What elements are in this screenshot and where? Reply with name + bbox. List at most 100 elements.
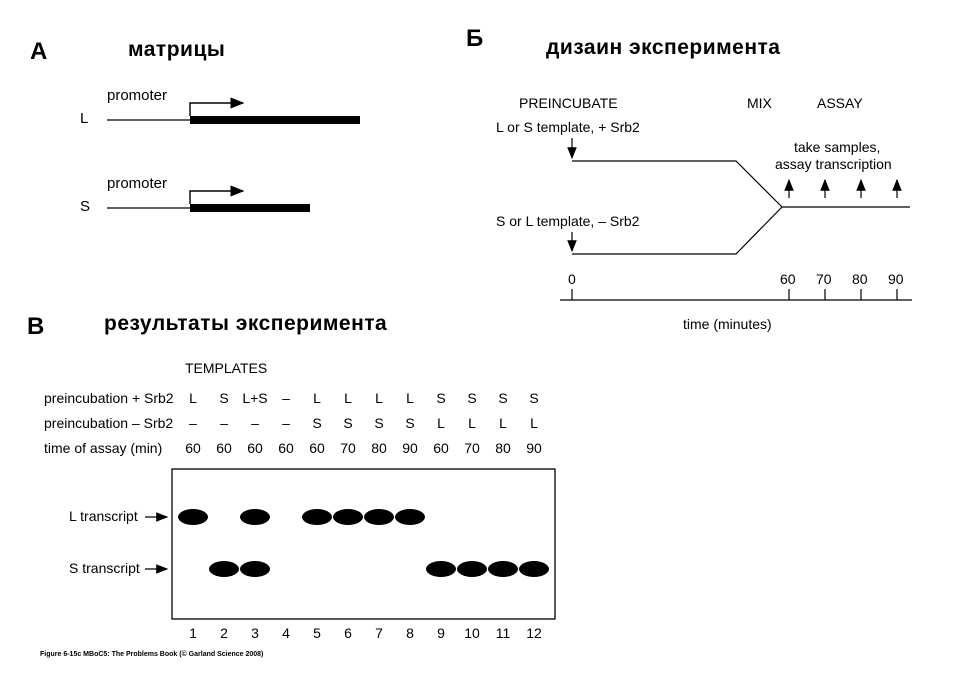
s-transcript-label: S transcript [69,560,140,576]
lane-number: 7 [375,625,383,641]
template-l-bar [190,116,360,124]
template-s-bar [190,204,310,212]
lane-number: 8 [406,625,414,641]
lane-plus-cell: L [313,390,321,406]
lane-plus-cell: L+S [242,390,268,406]
axis-tick-80: 80 [852,271,868,287]
samples-label-line1: take samples, [794,139,881,155]
lane-number: 9 [437,625,445,641]
l-transcript-band [395,509,425,525]
s-transcript-band [426,561,456,577]
l-transcript-band [364,509,394,525]
axis-tick-0: 0 [568,271,576,287]
lower-branch-label: S or L template, – Srb2 [496,213,640,229]
lane-minus-cell: L [499,415,507,431]
s-transcript-band [209,561,239,577]
lane-plus-cell: S [436,390,446,406]
lane-minus-cell: – [282,415,290,431]
panel-results-letter: B [27,313,45,340]
lane-number: 2 [220,625,228,641]
lane-number: 4 [282,625,290,641]
lane-time-cell: 60 [216,440,232,456]
design-diagram [560,138,912,301]
template-name-s: S [80,198,91,215]
l-transcript-label: L transcript [69,508,138,524]
lane-time-cell: 80 [495,440,511,456]
lane-time-cell: 70 [340,440,356,456]
lane-plus-cell: S [219,390,229,406]
lane-minus-cell: – [220,415,228,431]
panel-a-letter: A [30,38,48,65]
row-label-time: time of assay (min) [44,440,163,456]
gel [145,468,556,620]
lane-time-cell: 60 [309,440,325,456]
phase-mix: MIX [747,95,772,111]
lane-number: 5 [313,625,321,641]
templates-header: TEMPLATES [185,360,268,376]
lane-plus-cell: – [282,390,290,406]
lane-minus-cell: S [312,415,322,431]
lane-time-cell: 70 [464,440,480,456]
phase-preincubate: PREINCUBATE [519,95,618,111]
lane-minus-cell: L [468,415,476,431]
l-transcript-band [333,509,363,525]
lane-number: 12 [526,625,542,641]
s-transcript-band [457,561,487,577]
s-transcript-band [240,561,270,577]
lane-plus-cell: S [529,390,539,406]
panel-results-title: результаты эксперимента [104,312,388,335]
template-name-l: L [80,110,89,127]
axis-label: time (minutes) [683,316,772,332]
lane-plus-cell: L [189,390,197,406]
lane-plus-cell: L [375,390,383,406]
phase-assay: ASSAY [817,95,863,111]
promoter-arrow-s-icon [189,185,245,204]
lane-time-cell: 60 [278,440,294,456]
template-s-diagram [107,185,310,212]
lane-time-cell: 90 [402,440,418,456]
samples-label-line2: assay transcription [775,156,892,172]
lane-time-cell: 60 [433,440,449,456]
s-transcript-band [488,561,518,577]
row-label-plus-srb2: preincubation + Srb2 [44,390,174,406]
lane-number: 10 [464,625,480,641]
l-transcript-band [240,509,270,525]
lane-number: 3 [251,625,259,641]
lane-time-cell: 60 [185,440,201,456]
lane-number: 1 [189,625,197,641]
panel-design-letter: Б [466,25,484,52]
lane-time-cell: 80 [371,440,387,456]
lane-plus-cell: L [344,390,352,406]
lane-time-cell: 90 [526,440,542,456]
row-label-minus-srb2: preincubation – Srb2 [44,415,174,431]
lane-time-cell: 60 [247,440,263,456]
promoter-label-s: promoter [107,175,168,192]
lane-minus-cell: S [343,415,353,431]
lane-plus-cell: S [467,390,477,406]
lane-plus-cell: L [406,390,414,406]
promoter-label-l: promoter [107,87,168,104]
lane-plus-cell: S [498,390,508,406]
lane-minus-cell: – [251,415,259,431]
upper-branch-label: L or S template, + Srb2 [496,119,640,135]
lane-minus-cell: L [437,415,445,431]
promoter-arrow-l-icon [189,97,245,116]
gel-frame [171,468,556,620]
panel-a-title: матрицы [128,38,226,61]
lane-number: 11 [495,625,511,641]
l-transcript-band [178,509,208,525]
lane-minus-cell: S [405,415,415,431]
lane-minus-cell: – [189,415,197,431]
lane-minus-cell: S [374,415,384,431]
axis-tick-90: 90 [888,271,904,287]
panel-design-title: дизаин эксперимента [546,36,781,59]
axis-tick-70: 70 [816,271,832,287]
figure-credit: Figure 6-15c MBoC5: The Problems Book (©… [40,651,264,658]
axis-tick-60: 60 [780,271,796,287]
lane-minus-cell: L [530,415,538,431]
lane-number: 6 [344,625,352,641]
l-transcript-band [302,509,332,525]
template-l-diagram [107,97,360,124]
s-transcript-band [519,561,549,577]
